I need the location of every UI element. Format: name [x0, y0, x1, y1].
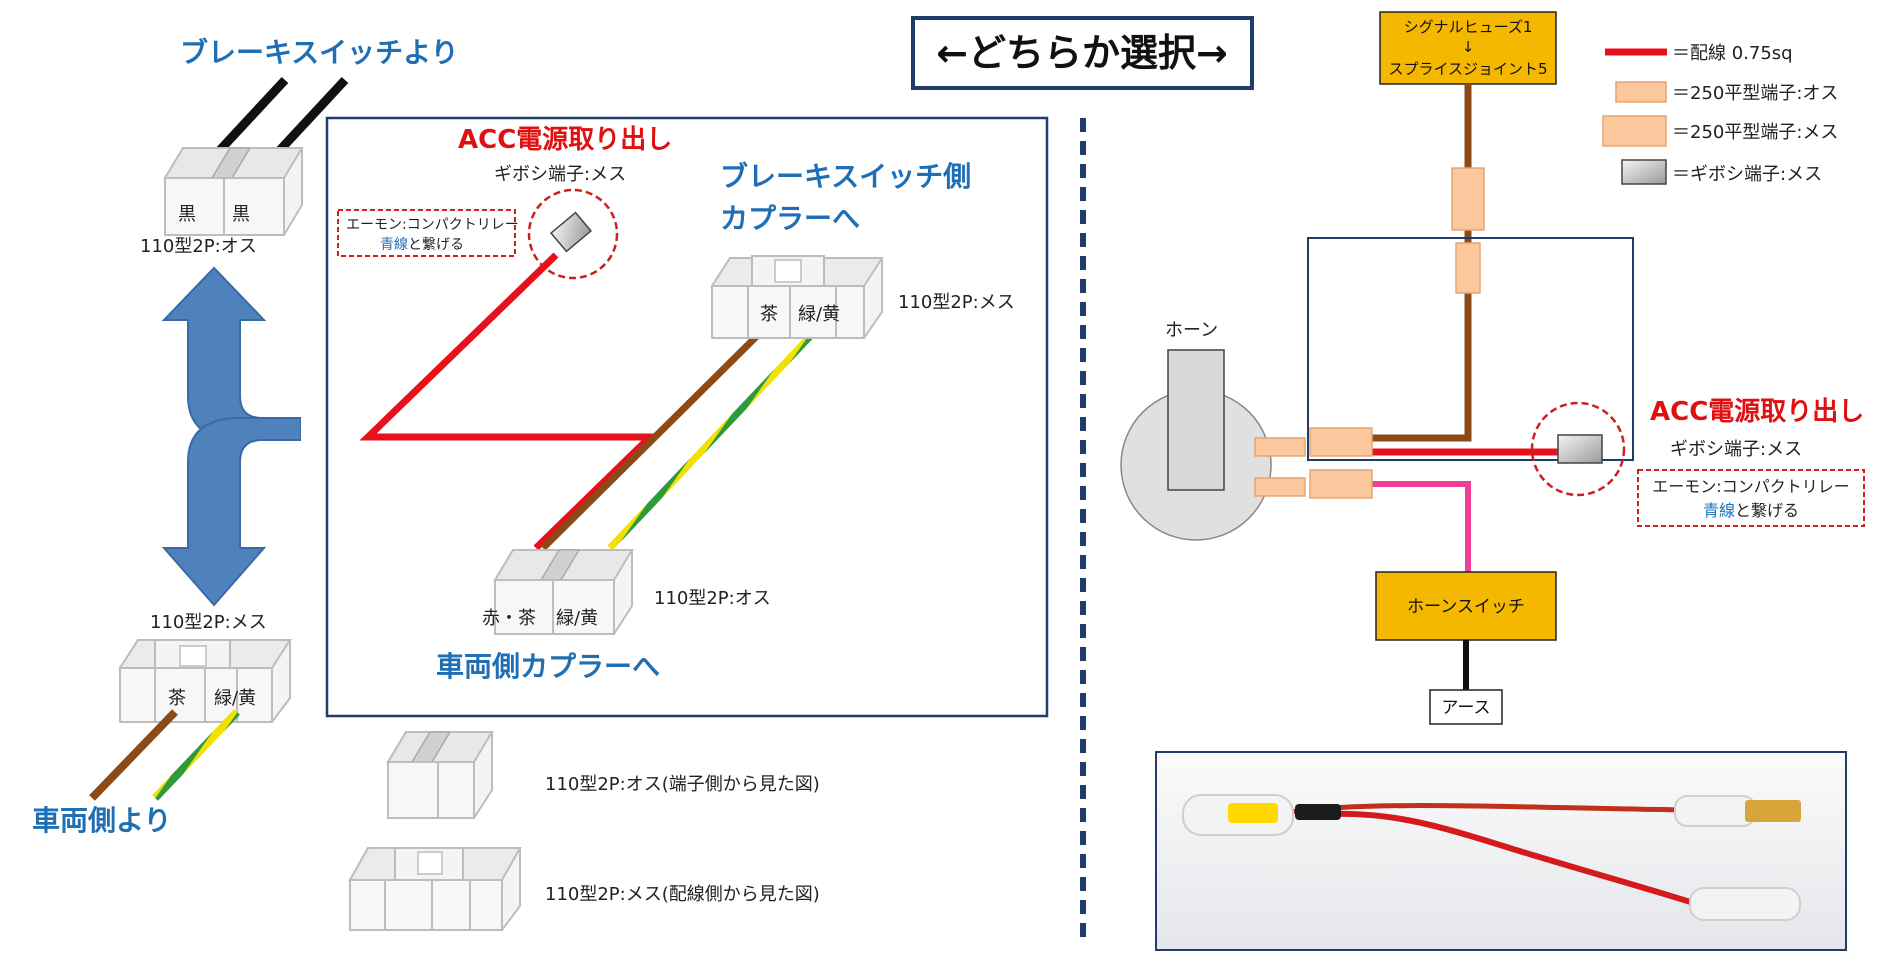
note-line2: 青線と繋げる [380, 237, 464, 253]
male-connector-top: 黒 黒 [163, 147, 304, 236]
male-250-terminal-icon [1451, 167, 1485, 231]
vehicle-side-from-label: 車両側より [32, 804, 171, 837]
black-wire [276, 76, 349, 154]
note-line2: 青線と繋げる [1703, 501, 1799, 520]
signal-fuse-box [1379, 11, 1557, 85]
fuse-arrow: ↓ [1462, 38, 1475, 56]
middle-frame [325, 116, 1049, 718]
right-section: シグナルヒューズ1 ↓ スプライスジョイント5 ホーン ホーンスイッチ アース … [1120, 11, 1865, 951]
green-yellow-wire [607, 323, 823, 551]
brown-wire [1371, 84, 1472, 442]
cell-label: 黒 [232, 204, 250, 225]
red-wire [359, 252, 659, 551]
legend-text: ＝250平型端子:メス [1672, 122, 1838, 143]
female-250-terminal-icon [1309, 427, 1373, 457]
pink-wire [1371, 481, 1471, 572]
vehicle-side-label: 車両側カプラーへ [436, 650, 660, 683]
female-gibo-sleeve [1689, 887, 1801, 921]
bottom-connector-label: 110型2P:メス [150, 612, 267, 633]
acc-highlight-circle [1530, 401, 1626, 497]
note-blue-word: 青線 [380, 237, 408, 253]
legend-text: ＝ギボシ端子:メス [1672, 164, 1822, 185]
female-connector-middle: 茶 緑/黄 [710, 255, 884, 339]
gibo-label: ギボシ端子:メス [494, 164, 626, 185]
note-box [337, 209, 516, 257]
horn-switch-box [1375, 571, 1557, 641]
gibo-label-right: ギボシ端子:メス [1670, 439, 1802, 460]
fuse-line2: スプライスジョイント5 [1388, 60, 1547, 78]
female-250-terminal-icon [1602, 115, 1667, 147]
middle-section: ACC電源取り出し ギボシ端子:メス エーモン:コンパクトリレー 青線と繋げる … [337, 125, 1015, 683]
male-spade-terminal [1745, 800, 1801, 822]
cell-label: 黒 [178, 204, 196, 225]
brake-switch-from-label: ブレーキスイッチより [180, 36, 459, 69]
select-either-box [911, 16, 1254, 90]
legend-text: ＝250平型端子:オス [1672, 83, 1838, 104]
cell-label: 緑/黄 [556, 608, 598, 629]
female-view-text: 110型2P:メス(配線側から見た図) [545, 884, 820, 905]
male-connector-middle: 赤・茶 緑/黄 [482, 549, 634, 635]
legend-text: ＝配線 0.75sq [1672, 43, 1793, 64]
select-either-label: ←どちらか選択→ [936, 31, 1228, 75]
horn-label: ホーン [1165, 320, 1218, 341]
female-connector-bottom: 茶 緑/黄 [118, 639, 292, 723]
red-wire [1299, 810, 1701, 908]
brown-wire [540, 323, 770, 551]
male-250-terminal-icon [1254, 437, 1306, 457]
gibo-terminal-icon [1621, 159, 1667, 185]
top-connector-label: 110型2P:オス [140, 236, 257, 257]
brown-wire [89, 709, 178, 801]
female-connector-label: 110型2P:メス [898, 292, 1015, 313]
gibo-sleeve [1674, 795, 1756, 827]
heat-shrink [1295, 804, 1341, 820]
cell-label: 緑/黄 [214, 688, 256, 709]
note-line1: エーモン:コンパクトリレー [1652, 477, 1849, 496]
acc-highlight-circle [527, 188, 619, 280]
cell-label: 緑/黄 [798, 304, 840, 325]
horn-bracket [1167, 349, 1225, 491]
male-connector-label: 110型2P:オス [654, 588, 771, 609]
left-section: ブレーキスイッチより 黒 黒 110型2P:オス 110型2P:メス [32, 36, 459, 837]
connector-view-legend: 110型2P:オス(端子側から見た図) 110型2P:メス(配線側から見た図) [348, 731, 820, 931]
male-250-terminal-icon [1615, 81, 1667, 103]
cell-label: 茶 [760, 304, 778, 325]
earth-box [1429, 689, 1503, 725]
male-250-terminal-icon [1254, 477, 1306, 497]
gibo-terminal-icon [549, 211, 593, 253]
note-line1: エーモン:コンパクトリレー [346, 217, 519, 233]
right-frame [1307, 237, 1634, 461]
note-tail: と繋げる [408, 237, 464, 253]
note-blue-word: 青線 [1703, 501, 1735, 520]
black-wire [216, 76, 289, 154]
cell-label: 赤・茶 [482, 608, 536, 629]
earth-label: アース [1441, 698, 1490, 718]
acc-title: ACC電源取り出し [458, 125, 672, 155]
gibo-terminal-icon [1557, 434, 1603, 464]
harness-photo [1155, 751, 1847, 951]
fuse-line1: シグナルヒューズ1 [1404, 18, 1533, 36]
acc-title-right: ACC電源取り出し [1650, 397, 1864, 427]
brake-side-line1: ブレーキスイッチ側 [720, 160, 971, 193]
note-tail: と繋げる [1735, 501, 1799, 520]
brake-side-line2: カプラーへ [720, 202, 860, 235]
cell-label: 茶 [168, 688, 186, 709]
green-yellow-wire [152, 709, 240, 801]
branch-arrow-icon [161, 266, 301, 607]
yellow-terminal [1228, 803, 1278, 823]
male-view-text: 110型2P:オス(端子側から見た図) [545, 774, 820, 795]
legend: ＝配線 0.75sq ＝250平型端子:オス ＝250平型端子:メス ＝ギボシ端… [1602, 43, 1838, 185]
female-250-terminal-icon [1455, 242, 1481, 294]
horn-switch-label: ホーンスイッチ [1407, 597, 1525, 617]
female-250-terminal-icon [1309, 469, 1373, 499]
note-box-right [1637, 469, 1865, 527]
